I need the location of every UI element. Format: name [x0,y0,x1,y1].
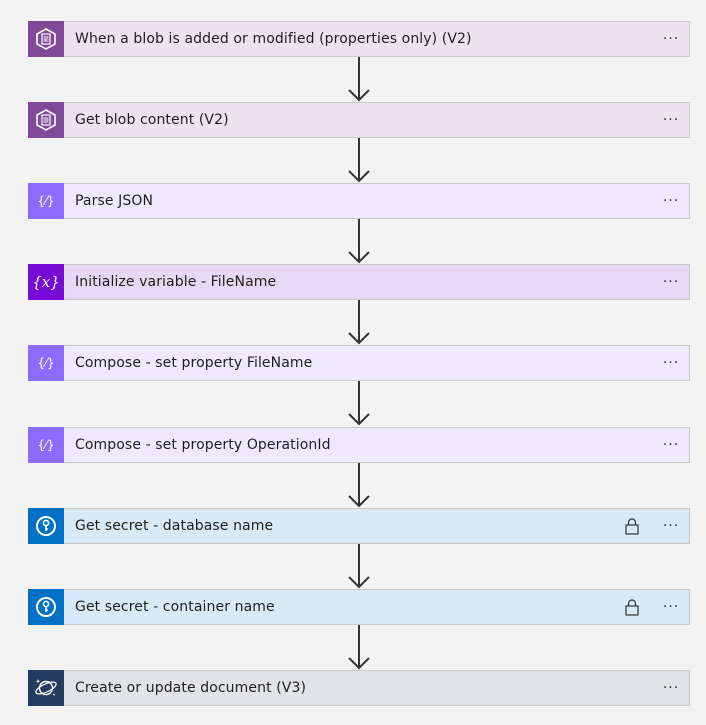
step-get-secret-container[interactable]: Get secret - container name ··· [28,589,690,625]
more-options-icon[interactable]: ··· [659,189,683,213]
more-options-icon[interactable]: ··· [659,514,683,538]
more-options-icon[interactable]: ··· [659,595,683,619]
ellipsis-glyph: ··· [662,680,680,696]
step-title: Compose - set property FileName [75,355,313,371]
step-create-update-document[interactable]: Create or update document (V3) ··· [28,670,690,706]
more-options-icon[interactable]: ··· [659,108,683,132]
step-title: Create or update document (V3) [75,680,307,696]
more-options-icon[interactable]: ··· [659,27,683,51]
data-operation-icon: {⁄} [28,345,64,381]
arrow-down-icon [348,57,370,102]
cosmos-db-icon [28,670,64,706]
svg-text:{⁄}: {⁄} [37,438,54,452]
step-initialize-variable[interactable]: {x} Initialize variable - FileName ··· [28,264,690,300]
data-operation-icon: {⁄} [28,183,64,219]
variable-icon: {x} [28,264,64,300]
svg-text:{x}: {x} [33,273,59,291]
arrow-down-icon [348,463,370,508]
step-get-blob-content[interactable]: Get blob content (V2) ··· [28,102,690,138]
ellipsis-glyph: ··· [662,437,680,453]
key-vault-icon [28,508,64,544]
step-title: Initialize variable - FileName [75,274,277,290]
svg-text:{⁄}: {⁄} [37,194,54,208]
arrow-down-icon [348,138,370,183]
step-compose-filename[interactable]: {⁄} Compose - set property FileName ··· [28,345,690,381]
step-compose-operationid[interactable]: {⁄} Compose - set property OperationId ·… [28,427,690,463]
ellipsis-glyph: ··· [662,274,680,290]
more-options-icon[interactable]: ··· [659,351,683,375]
ellipsis-glyph: ··· [662,355,680,371]
blob-storage-icon [28,21,64,57]
step-get-secret-database[interactable]: Get secret - database name ··· [28,508,690,544]
more-options-icon[interactable]: ··· [659,270,683,294]
step-title: Get secret - container name [75,599,275,615]
arrow-down-icon [348,381,370,426]
step-title: Parse JSON [75,193,154,209]
arrow-down-icon [348,300,370,345]
step-title: Compose - set property OperationId [75,437,331,453]
step-title: Get secret - database name [75,518,274,534]
key-vault-icon [28,589,64,625]
more-options-icon[interactable]: ··· [659,433,683,457]
more-options-icon[interactable]: ··· [659,676,683,700]
step-title: When a blob is added or modified (proper… [75,31,472,47]
ellipsis-glyph: ··· [662,112,680,128]
lock-icon[interactable] [623,597,641,617]
lock-icon[interactable] [623,516,641,536]
arrow-down-icon [348,544,370,589]
svg-text:{⁄}: {⁄} [37,356,54,370]
ellipsis-glyph: ··· [662,31,680,47]
step-title: Get blob content (V2) [75,112,229,128]
arrow-down-icon [348,219,370,264]
ellipsis-glyph: ··· [662,599,680,615]
ellipsis-glyph: ··· [662,518,680,534]
arrow-down-icon [348,625,370,670]
step-parse-json[interactable]: {⁄} Parse JSON ··· [28,183,690,219]
data-operation-icon: {⁄} [28,427,64,463]
ellipsis-glyph: ··· [662,193,680,209]
step-blob-trigger[interactable]: When a blob is added or modified (proper… [28,21,690,57]
blob-storage-icon [28,102,64,138]
